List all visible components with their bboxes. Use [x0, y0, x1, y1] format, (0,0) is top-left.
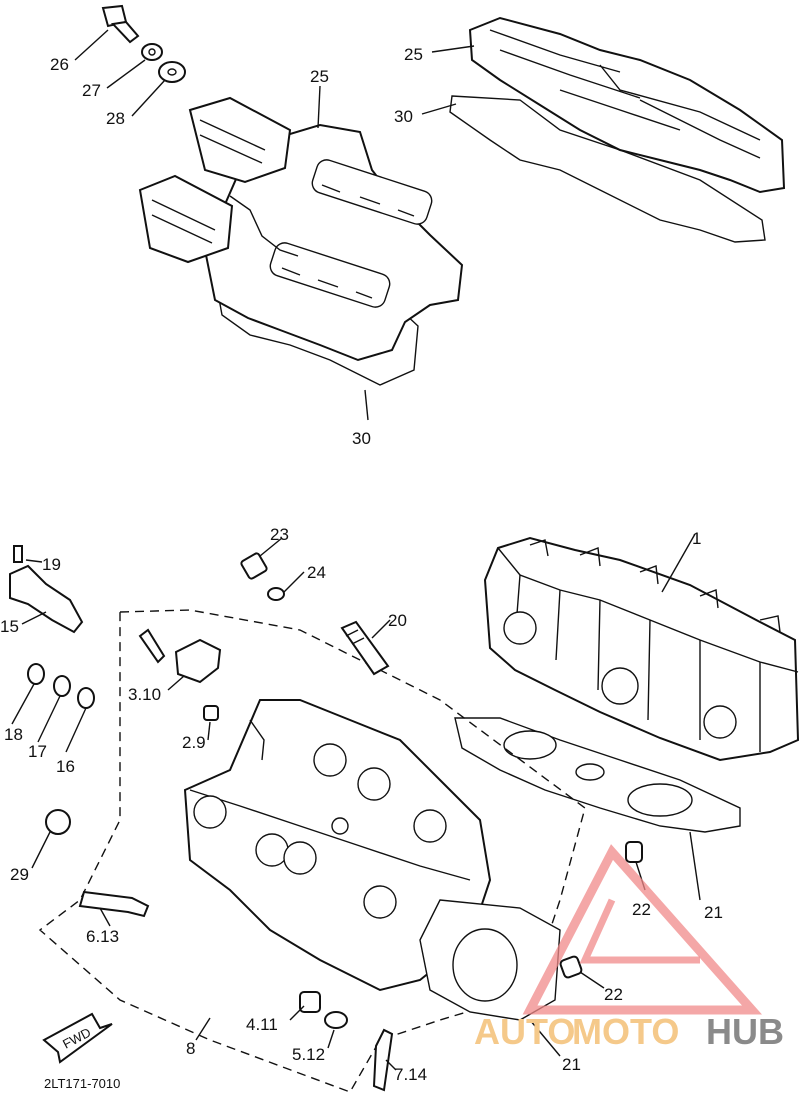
- dowel-pins: [559, 841, 643, 979]
- callout-23: 23: [270, 525, 289, 544]
- callout-15: 15: [0, 617, 19, 636]
- callout-29: 29: [10, 865, 29, 884]
- cylinder-head-cover-front: [138, 96, 464, 386]
- callout-7-14: 7.14: [394, 1065, 427, 1084]
- cylinder-head-assembly: [483, 536, 800, 762]
- callout-17: 17: [28, 742, 47, 761]
- callout-22-upper: 22: [632, 900, 651, 919]
- callout-18: 18: [4, 725, 23, 744]
- callout-26: 26: [50, 55, 69, 74]
- callout-3-10: 3.10: [128, 685, 161, 704]
- callout-4-11: 4.11: [246, 1015, 278, 1034]
- callout-22-lower: 22: [604, 985, 623, 1004]
- callout-21-rear: 21: [704, 903, 723, 922]
- forward-arrow-icon: FWD: [42, 1012, 113, 1064]
- callout-30-front: 30: [352, 429, 371, 448]
- callout-25-front: 25: [310, 67, 329, 86]
- bolt-and-washers: [101, 4, 186, 83]
- callout-1: 1: [692, 529, 701, 548]
- callout-16: 16: [56, 757, 75, 776]
- callout-8: 8: [186, 1039, 195, 1058]
- watermark-text-moto: MOTO: [572, 1011, 679, 1052]
- cylinder-head-gasket-front: [419, 899, 561, 1021]
- callout-28: 28: [106, 109, 125, 128]
- cylinder-head-front: [38, 609, 586, 1093]
- callout-19: 19: [42, 555, 61, 574]
- callout-6-13: 6.13: [86, 927, 119, 946]
- cylinder-head-gasket-rear: [454, 717, 741, 833]
- watermark-logo: AUTO MOTO HUB: [474, 844, 784, 1052]
- callout-25-rear: 25: [404, 45, 423, 64]
- callout-24: 24: [307, 563, 326, 582]
- diagram-code: 2LT171-7010: [44, 1076, 120, 1091]
- callout-21-front: 21: [562, 1055, 581, 1074]
- callout-5-12: 5.12: [292, 1045, 325, 1064]
- callout-2-9: 2.9: [182, 733, 206, 752]
- watermark-text-hub: HUB: [706, 1011, 784, 1052]
- small-parts: [9, 545, 394, 1092]
- callout-20: 20: [388, 611, 407, 630]
- cylinder-head-cover-rear: [449, 16, 786, 243]
- callout-30-rear: 30: [394, 107, 413, 126]
- callout-27: 27: [82, 81, 101, 100]
- watermark-text-auto: AUTO: [474, 1011, 575, 1052]
